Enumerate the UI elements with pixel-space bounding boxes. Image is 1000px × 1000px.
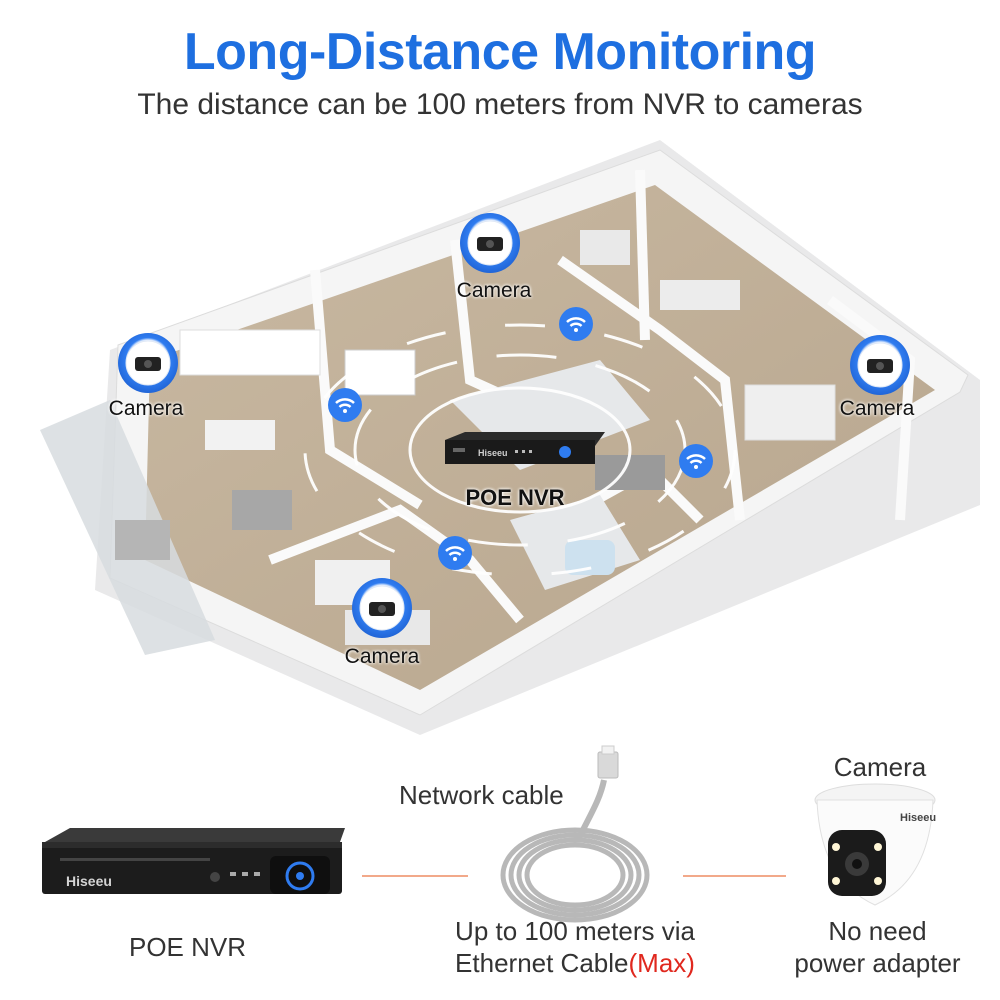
nvr-brand-logo: Hiseeu [478,448,508,458]
adapter-caption: No need power adapter [780,915,975,979]
product-row-illustration [42,745,936,923]
wifi-icon [328,388,362,422]
camera-label: Camera [839,397,915,420]
bathtub [565,540,615,575]
wall-3 [557,255,745,521]
nvr-brand-logo: Hiseeu [66,873,112,889]
ethernet-cable-image [500,779,650,923]
bed [744,384,836,441]
camera-label: Camera [108,397,184,420]
camera-badge-icon [460,213,520,273]
wifi-icon [438,536,472,570]
camera-caption: Camera [833,752,927,782]
sofa [232,490,292,530]
camera-badge-icon [118,333,178,393]
adapter-line-1: No need [828,916,927,946]
balcony-chair [115,520,170,560]
nvr-label: POE NVR [465,485,565,510]
study-desk [580,230,630,265]
dining-table [205,420,275,450]
camera-label: Camera [456,279,532,302]
fireplace [344,349,416,396]
nvr-device [445,432,605,464]
camera-badge-icon [850,335,910,395]
furniture [115,230,836,645]
wall-7 [827,296,916,521]
network-cable-caption: Network cable [399,780,564,810]
rj45-connector-icon [597,745,619,779]
distance-line-1: Up to 100 meters via [455,916,695,946]
wall-5 [268,504,524,624]
wifi-icon [559,307,593,341]
camera-brand-logo: Hiseeu [900,812,937,824]
kitchen-cabinets [179,329,321,376]
distance-caption: Up to 100 meters via Ethernet Cable(Max) [420,915,730,979]
dome-camera-image [814,783,936,906]
adapter-line-2: power adapter [794,948,961,978]
floorplan-illustration [40,140,980,735]
wifi-icon [679,444,713,478]
max-highlight: (Max) [628,948,695,978]
camera-badge-icon [352,578,412,638]
nvr-caption: POE NVR [128,932,247,962]
page-title: Long-Distance Monitoring [183,23,817,81]
shelf [660,280,740,310]
distance-line-2: Ethernet Cable(Max) [420,947,730,979]
camera-label: Camera [344,645,420,668]
nvr-product-image [42,828,345,894]
page-subtitle: The distance can be 100 meters from NVR … [137,88,863,121]
distance-line-2-text: Ethernet Cable [455,948,629,978]
sofa-2 [595,455,665,490]
wall-4 [635,169,650,341]
